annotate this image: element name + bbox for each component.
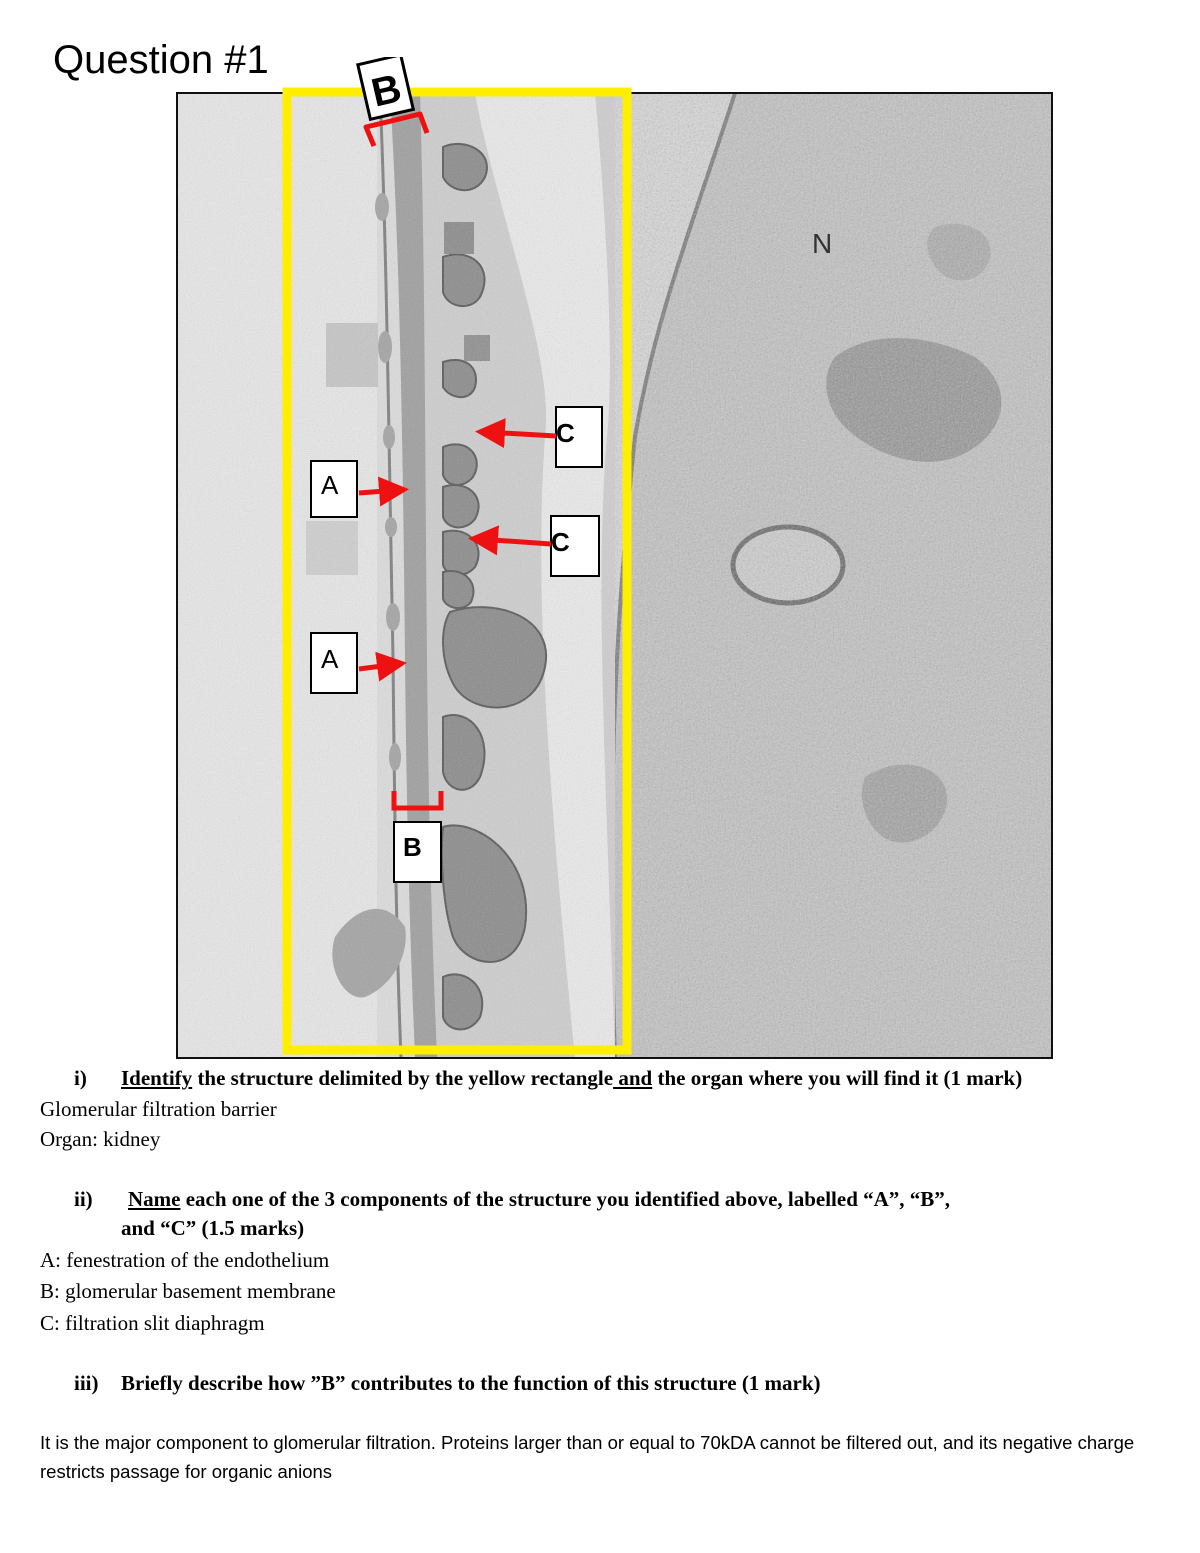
question-i: i) Identify the structure delimited by th…: [74, 1065, 1022, 1091]
question-ii-continued: and “C” (1.5 marks): [121, 1216, 305, 1240]
bracket-b-bottom: [391, 791, 444, 811]
label-a-1-text: A: [321, 470, 339, 500]
answer-description: It is the major component to glomerular …: [40, 1432, 1135, 1482]
micrograph-image: [176, 92, 1053, 1059]
question-iii-number: iii): [74, 1371, 99, 1395]
answer-structure: Glomerular filtration barrier: [40, 1097, 277, 1121]
electron-micrograph: N B A A B C C: [176, 57, 1053, 1059]
question-ii: ii) Name each one of the 3 components of …: [74, 1186, 950, 1212]
arrow-a-1: [358, 476, 409, 507]
label-c-1: C: [555, 406, 603, 468]
label-c-2: C: [550, 515, 600, 577]
arrow-a-2: [358, 651, 407, 682]
question-ii-verb: Name: [128, 1187, 181, 1211]
question-i-and: and: [613, 1066, 653, 1090]
answer-organ: Organ: kidney: [40, 1127, 161, 1151]
question-i-verb: Identify: [121, 1066, 193, 1090]
bracket-b-top: [363, 111, 430, 147]
label-a-2-text: A: [321, 644, 339, 674]
arrow-c-1: [475, 418, 557, 449]
question-i-number: i): [74, 1066, 87, 1090]
label-b-bottom: B: [393, 821, 442, 883]
answer-b: B: glomerular basement membrane: [40, 1279, 336, 1303]
label-a-2: A: [310, 632, 358, 694]
question-ii-text-a: each one of the 3 components of the stru…: [180, 1187, 951, 1211]
yellow-rectangle: [282, 87, 632, 1055]
answer-c: C: filtration slit diaphragm: [40, 1311, 265, 1335]
label-a-1: A: [310, 460, 358, 518]
question-title: Question #1: [53, 38, 269, 82]
question-iii-text: Briefly describe how ”B” contributes to …: [121, 1371, 821, 1395]
question-iii: iii) Briefly describe how ”B” contributes…: [74, 1370, 821, 1396]
question-ii-number: ii): [74, 1187, 93, 1211]
label-b-top: B: [356, 57, 416, 122]
label-b-bottom-text: B: [403, 832, 422, 862]
label-n: N: [812, 228, 832, 259]
answer-a: A: fenestration of the endothelium: [40, 1248, 330, 1272]
question-i-text-a: the structure delimited by the yellow re…: [192, 1066, 614, 1090]
label-c-1-text: C: [556, 418, 575, 448]
arrow-c-2: [468, 525, 552, 556]
label-c-2-text: C: [551, 527, 570, 557]
question-i-text-b: the organ where you will find it (1 mark…: [652, 1066, 1023, 1090]
